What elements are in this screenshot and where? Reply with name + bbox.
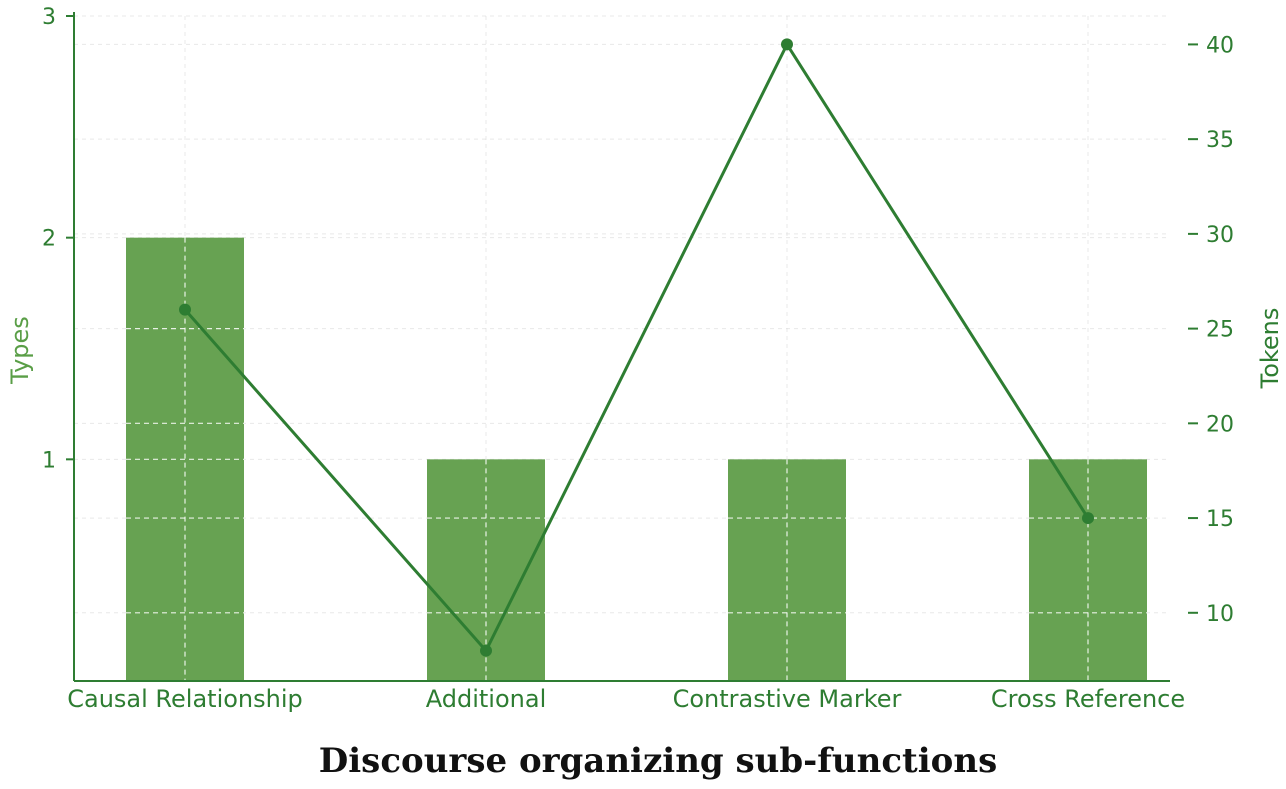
category-label-2: Contrastive Marker (673, 685, 902, 713)
right-axis-title: Tokens (1256, 308, 1284, 390)
tokens-line-path (183, 41, 1090, 654)
category-label-3: Cross Reference (991, 685, 1185, 713)
right-tick-label-30: 30 (1206, 223, 1234, 248)
tokens-point-0 (179, 303, 191, 316)
category-label-0: Causal Relationship (67, 685, 303, 713)
tokens-line (179, 38, 1094, 657)
right-tick-label-25: 25 (1206, 318, 1234, 343)
right-tick-label-15: 15 (1206, 507, 1234, 532)
right-tick-label-40: 40 (1206, 33, 1234, 58)
x-axis-title: Discourse organizing sub-functions (319, 741, 997, 781)
category-label-1: Additional (426, 685, 546, 713)
tokens-point-1 (480, 644, 492, 657)
right-tick-label-35: 35 (1206, 128, 1234, 153)
tokens-point-3 (1082, 512, 1094, 525)
left-axis-title: Types (6, 316, 34, 385)
right-tick-label-10: 10 (1206, 602, 1234, 627)
tokens-point-2 (781, 38, 793, 51)
right-tick-label-20: 20 (1206, 412, 1234, 437)
axes (66, 12, 1198, 682)
left-tick-label-2: 2 (42, 227, 56, 252)
left-tick-label-3: 3 (42, 5, 56, 30)
left-tick-label-1: 1 (42, 448, 56, 473)
grid-lines (74, 15, 1170, 681)
